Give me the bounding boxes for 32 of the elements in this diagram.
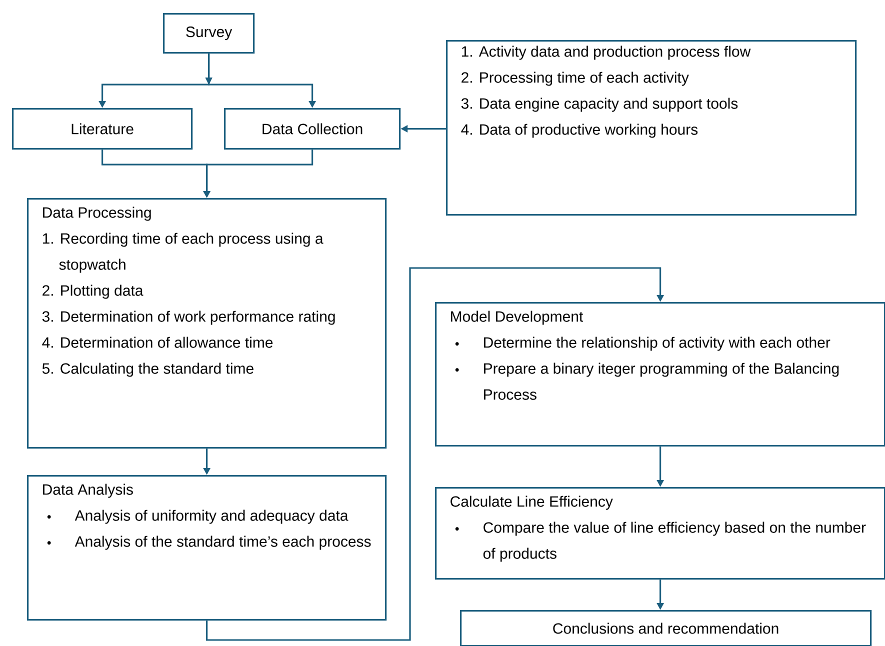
list-item: 3. Determination of work performance rating (42, 310, 335, 325)
box-label: Data Collection (262, 123, 362, 134)
process-box (446, 40, 857, 216)
list-item: 3. Data engine capacity and support tools (461, 98, 738, 112)
list-item: Analysis of uniformity and adequacy data (74, 510, 348, 524)
box-label: Conclusions and recommendation (553, 622, 778, 634)
box-label: Survey (186, 26, 232, 40)
list-item: Prepare a binary iteger programming of the Balancing Process (484, 362, 839, 400)
list-item: 2. Processing time of each activity (462, 72, 689, 86)
process-box (435, 302, 885, 447)
box-heading: Data Processing (43, 206, 151, 221)
list-item: 1. Activity data and production process flow (462, 46, 751, 60)
process-box (27, 475, 387, 621)
list-item: 4. Data of productive working hours (461, 124, 698, 138)
process-box (435, 487, 885, 580)
list-item: 1. Recording time of each process using a stopwatch (42, 232, 324, 273)
list-item: Compare the value of line efficiency based on the number of products (483, 522, 866, 562)
process-box (12, 108, 193, 150)
box-heading: Calculate Line Efficiency (450, 496, 613, 510)
box-label: Literature (72, 123, 134, 134)
list-item: 5. Calculating the standard time (42, 362, 254, 377)
box-heading: Model Development (451, 310, 584, 325)
process-box (27, 198, 387, 449)
process-box (163, 13, 255, 54)
arrow (206, 267, 664, 641)
list-item: Determine the relationship of activity with each other (484, 336, 830, 351)
process-box (460, 610, 872, 646)
process-box (224, 108, 401, 150)
list-item: Analysis of the standard time’s each process (74, 536, 371, 550)
list-item: 2. Plotting data (42, 284, 144, 299)
box-heading: Data Analysis (43, 484, 133, 498)
list-item: 4. Determination of allowance time (42, 336, 273, 348)
